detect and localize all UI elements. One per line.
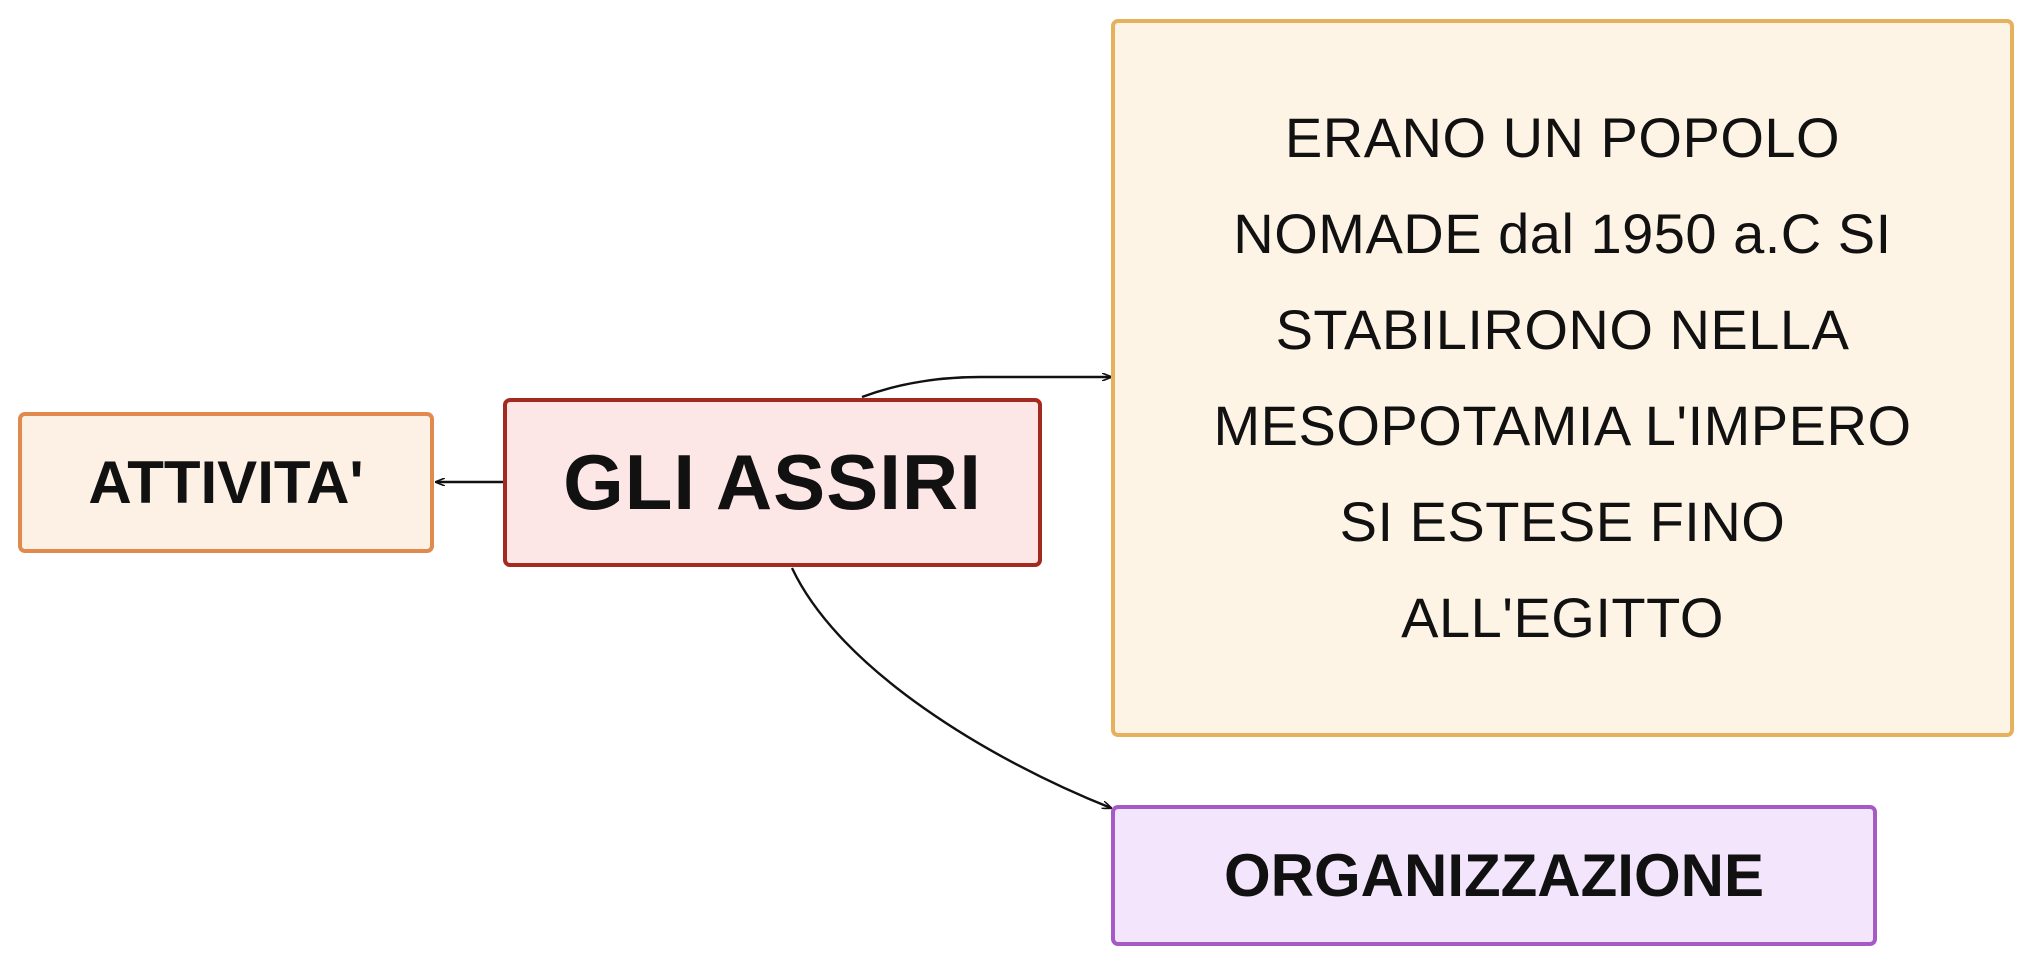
edge-central-to-description xyxy=(861,377,1111,399)
description-node[interactable]: ERANO UN POPOLO NOMADE dal 1950 a.C SI S… xyxy=(1111,19,2014,737)
central-node[interactable]: GLI ASSIRI xyxy=(503,398,1042,567)
description-node-text: ERANO UN POPOLO NOMADE dal 1950 a.C SI S… xyxy=(1213,106,1912,649)
organizzazione-node[interactable]: ORGANIZZAZIONE xyxy=(1111,805,1877,946)
organizzazione-node-label: ORGANIZZAZIONE xyxy=(1224,842,1764,909)
attivita-node[interactable]: ATTIVITA' xyxy=(18,412,434,553)
edge-central-to-organizzazione xyxy=(790,567,1111,808)
attivita-node-label: ATTIVITA' xyxy=(88,449,364,516)
central-node-label: GLI ASSIRI xyxy=(563,438,982,526)
